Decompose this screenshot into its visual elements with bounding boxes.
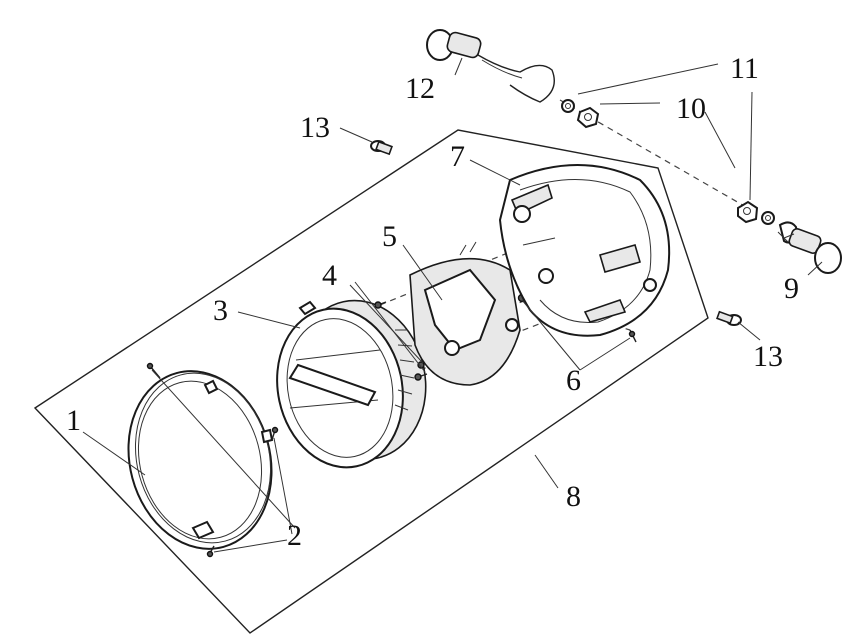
callout-11: 11 xyxy=(730,52,759,85)
callout-8: 8 xyxy=(566,480,581,513)
top-bolt xyxy=(370,140,393,156)
side-bolt xyxy=(716,310,742,326)
mounting-bracket xyxy=(409,241,521,386)
callout-2: 2 xyxy=(287,519,302,552)
left-turn-signal xyxy=(426,29,555,103)
leader-lines xyxy=(82,57,823,553)
callout-10: 10 xyxy=(676,92,706,125)
callout-3: 3 xyxy=(213,294,228,327)
callout-1: 1 xyxy=(66,404,81,437)
led-headlight-unit xyxy=(276,299,427,469)
headlight-rim xyxy=(127,370,274,550)
callout-4: 4 xyxy=(322,259,337,292)
callout-12: 12 xyxy=(405,72,435,105)
callout-6: 6 xyxy=(566,364,581,397)
signal-washers xyxy=(561,99,775,225)
right-turn-signal xyxy=(777,221,842,274)
callout-13-top: 13 xyxy=(300,111,330,144)
callout-7: 7 xyxy=(450,140,465,173)
assembly-boundary-outline xyxy=(33,129,709,634)
rim-screws xyxy=(146,362,279,558)
callout-9: 9 xyxy=(784,272,799,305)
headlight-housing xyxy=(498,164,671,337)
callout-13-side: 13 xyxy=(753,340,783,373)
signal-nut xyxy=(576,106,600,129)
callout-5: 5 xyxy=(382,220,397,253)
